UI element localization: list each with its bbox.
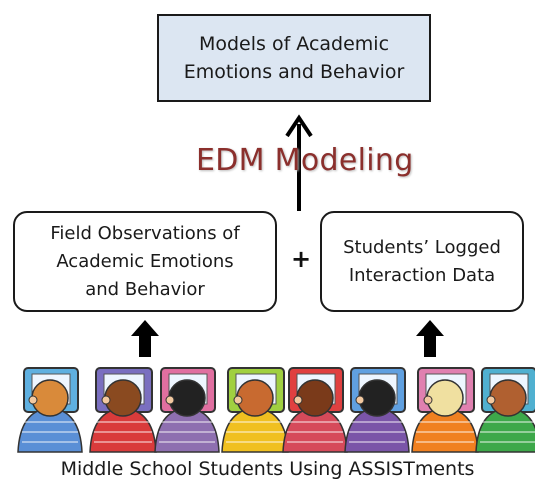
student-figure: [475, 367, 535, 453]
up-arrow-left: [131, 320, 159, 357]
logged-data-line-2: Interaction Data: [348, 264, 496, 286]
students-illustration: [17, 367, 535, 453]
models-box-line-1: Models of Academic: [198, 33, 390, 55]
student-figure: [411, 367, 479, 453]
student-figure: [17, 367, 83, 453]
up-arrow-main: [285, 114, 313, 211]
field-observations-line-2: Academic Emotions: [56, 250, 234, 272]
models-box: Models of Academic Emotions and Behavior: [157, 14, 431, 102]
student-figure: [221, 367, 289, 453]
plus-operator: +: [291, 245, 312, 273]
student-figure: [282, 367, 348, 453]
caption: Middle School Students Using ASSISTments: [60, 458, 475, 480]
logged-data-line-1: Students’ Logged: [343, 236, 501, 258]
logged-data-box: Students’ Logged Interaction Data: [320, 211, 524, 312]
field-observations-line-1: Field Observations of: [50, 222, 240, 244]
field-observations-line-3: and Behavior: [85, 278, 205, 300]
student-figure: [154, 367, 220, 453]
student-figure: [89, 367, 157, 453]
up-arrow-right: [416, 320, 444, 357]
student-figure: [344, 367, 410, 453]
field-observations-box: Field Observations of Academic Emotions …: [13, 211, 277, 312]
edm-modeling-label: EDM Modeling: [196, 143, 414, 178]
models-box-line-2: Emotions and Behavior: [183, 61, 405, 83]
